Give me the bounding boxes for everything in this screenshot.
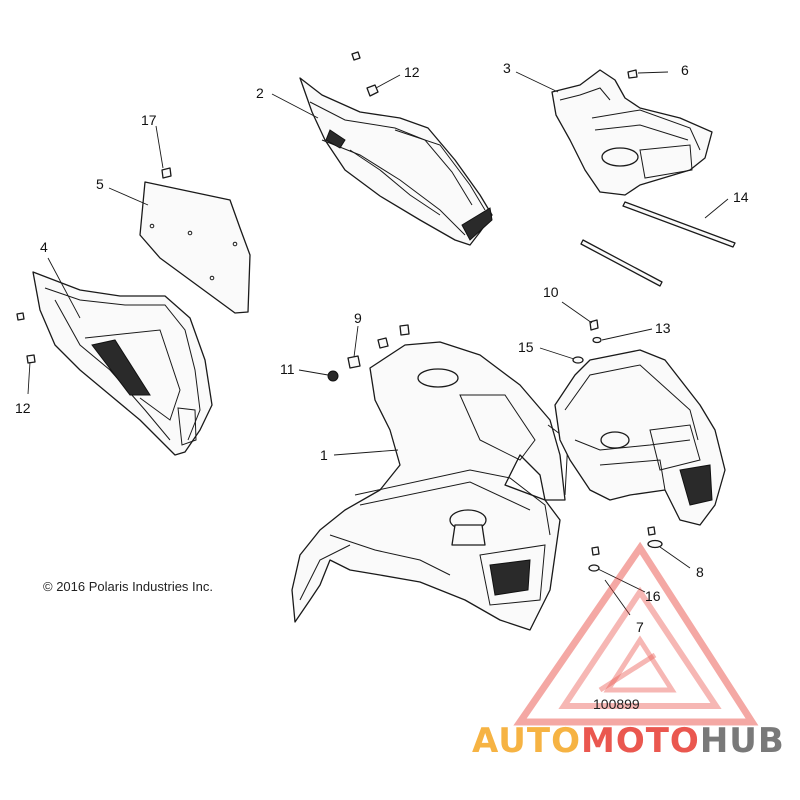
part-14-rods [580, 201, 736, 287]
watermark-word-auto: AUTO [472, 721, 581, 761]
part-5-flat-panel [139, 181, 251, 314]
callout-11: 11 [280, 361, 295, 377]
callout-5: 5 [96, 176, 104, 192]
copyright-notice: © 2016 Polaris Industries Inc. [43, 579, 213, 594]
callout-16: 16 [645, 588, 661, 604]
part-4-side-panel [32, 271, 213, 456]
part-3-storage-tray [551, 69, 713, 196]
watermark-word-hub: HUB [700, 721, 785, 761]
callout-12-top: 12 [404, 64, 420, 80]
callout-labels: 1 2 3 4 5 6 7 8 9 10 11 12 12 13 14 15 1… [15, 60, 749, 635]
callout-9: 9 [354, 310, 362, 326]
callout-12-left: 12 [15, 400, 31, 416]
watermark-wordmark: AUTOMOTOHUB [472, 721, 785, 761]
part-storage-box-right [554, 349, 726, 526]
callout-7: 7 [636, 619, 644, 635]
callout-4: 4 [40, 239, 48, 255]
callout-8: 8 [696, 564, 704, 580]
part-1-front-cab [291, 341, 569, 631]
callout-17: 17 [141, 112, 157, 128]
watermark-logo [513, 541, 759, 726]
leader-lines [27, 71, 729, 616]
watermark-triangle-icon [513, 541, 759, 726]
callout-1: 1 [320, 447, 328, 463]
watermark-word-moto: MOTO [581, 721, 700, 761]
callout-3: 3 [503, 60, 511, 76]
callout-13: 13 [655, 320, 671, 336]
callout-2: 2 [256, 85, 264, 101]
part-2-front-panel [299, 77, 493, 246]
callout-6: 6 [681, 62, 689, 78]
fasteners [16, 51, 663, 572]
callout-14: 14 [733, 189, 749, 205]
callout-15: 15 [518, 339, 534, 355]
figure-number: 100899 [593, 696, 640, 712]
callout-10: 10 [543, 284, 559, 300]
